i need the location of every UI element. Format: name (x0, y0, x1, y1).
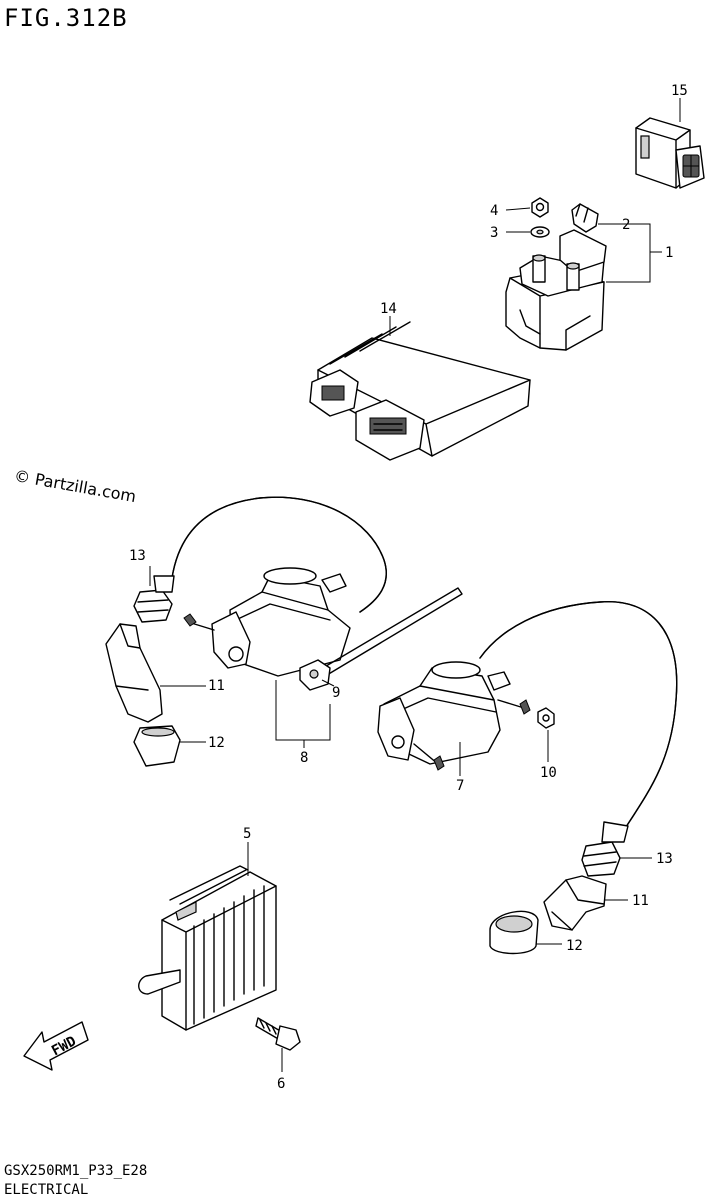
part-7-ignition-coil[interactable] (377, 601, 678, 831)
callout-2[interactable]: 2 (622, 217, 630, 233)
callout-7[interactable]: 7 (456, 778, 464, 794)
callout-3[interactable]: 3 (490, 225, 498, 241)
part-12-cover-right[interactable] (489, 910, 539, 955)
leader-1-bracket (606, 223, 651, 283)
part-11-plug-cap-left[interactable] (105, 623, 163, 723)
fwd-arrow: FWD (23, 1021, 89, 1071)
part-8-ignition-coil[interactable] (171, 496, 387, 677)
part-4-nut[interactable] (531, 197, 549, 218)
part-10-nut[interactable] (537, 707, 555, 729)
part-9-clamp[interactable] (299, 587, 463, 691)
callout-11b[interactable]: 11 (632, 893, 649, 909)
callout-13b[interactable]: 13 (656, 851, 673, 867)
callout-1[interactable]: 1 (665, 245, 673, 261)
callout-5[interactable]: 5 (243, 826, 251, 842)
leader-4 (505, 207, 531, 211)
section-name: ELECTRICAL (4, 1182, 89, 1198)
callout-12b[interactable]: 12 (566, 938, 583, 954)
callout-11a[interactable]: 11 (208, 678, 225, 694)
callout-15[interactable]: 15 (671, 83, 688, 99)
callout-14[interactable]: 14 (380, 301, 397, 317)
part-15-connector[interactable] (635, 117, 705, 189)
part-13-seal-left[interactable] (133, 575, 175, 623)
callout-4[interactable]: 4 (490, 203, 498, 219)
part-2-fuse[interactable] (571, 203, 599, 233)
leader-9 (321, 679, 335, 687)
part-6-bolt[interactable] (255, 1017, 301, 1051)
callout-12a[interactable]: 12 (208, 735, 225, 751)
leader-8-bracket (275, 680, 331, 741)
part-13-seal-right[interactable] (581, 821, 629, 877)
figure-title: FIG.312B (4, 4, 128, 32)
part-5-regulator-rectifier[interactable] (138, 865, 277, 1031)
part-3-washer[interactable] (530, 226, 550, 238)
callout-13a[interactable]: 13 (129, 548, 146, 564)
part-1-starter-relay[interactable] (505, 229, 607, 351)
model-code: GSX250RM1_P33_E28 (4, 1163, 148, 1179)
part-12-cover-left[interactable] (133, 725, 181, 767)
callout-9[interactable]: 9 (332, 685, 340, 701)
callout-8[interactable]: 8 (300, 750, 308, 766)
part-14-ecm[interactable] (309, 321, 531, 461)
callout-6[interactable]: 6 (277, 1076, 285, 1092)
part-11-plug-cap-right[interactable] (543, 875, 607, 931)
callout-10[interactable]: 10 (540, 765, 557, 781)
